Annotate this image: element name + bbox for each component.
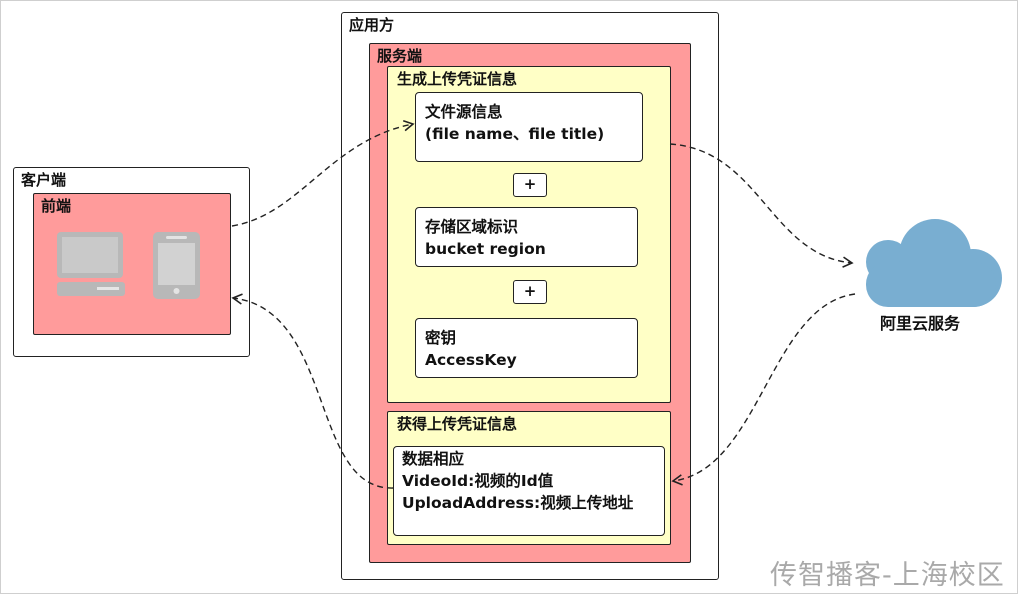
arrow-server-to-frontend [231, 293, 394, 489]
plus-sign-1: + [513, 173, 547, 197]
bucket-region-label: 存储区域标识 [425, 218, 519, 236]
file-source-card: 文件源信息 (file name、file title) [415, 92, 643, 162]
access-key-text: 密钥 AccessKey [425, 327, 517, 371]
bucket-region-text: 存储区域标识 bucket region [425, 216, 546, 260]
response-video-id: VideoId:视频的Id值 [402, 472, 554, 490]
access-key-card: 密钥 AccessKey [415, 318, 638, 378]
app-title: 应用方 [349, 16, 395, 34]
arrow-frontend-to-server [231, 120, 415, 227]
arrow-server-to-cloud [669, 143, 854, 268]
client-title: 客户端 [21, 171, 67, 189]
cloud-icon [866, 219, 1002, 307]
server-title: 服务端 [377, 47, 423, 65]
response-data-label: 数据相应 [402, 450, 465, 468]
response-upload-address: UploadAddress:视频上传地址 [402, 494, 634, 512]
arrow-cloud-to-server [671, 293, 856, 486]
cloud-service-label: 阿里云服务 [880, 314, 961, 333]
file-source-text: 文件源信息 (file name、file title) [425, 101, 604, 145]
frontend-title: 前端 [41, 197, 72, 215]
mobile-phone-icon [153, 232, 200, 299]
access-key-label: 密钥 [425, 329, 457, 347]
obtain-credential-title: 获得上传凭证信息 [397, 415, 518, 433]
file-source-detail: (file name、file title) [425, 125, 605, 143]
bucket-region-detail: bucket region [425, 240, 546, 258]
file-source-label: 文件源信息 [425, 103, 503, 121]
response-data-text: 数据相应 VideoId:视频的Id值 UploadAddress:视频上传地址 [402, 448, 633, 514]
generate-credential-title: 生成上传凭证信息 [397, 70, 518, 88]
watermark-text: 传智播客-上海校区 [770, 560, 1005, 591]
access-key-detail: AccessKey [425, 351, 517, 369]
desktop-icon [57, 232, 125, 296]
response-data-card: 数据相应 VideoId:视频的Id值 UploadAddress:视频上传地址 [393, 446, 665, 536]
bucket-region-card: 存储区域标识 bucket region [415, 207, 638, 267]
plus-sign-2: + [513, 280, 547, 304]
